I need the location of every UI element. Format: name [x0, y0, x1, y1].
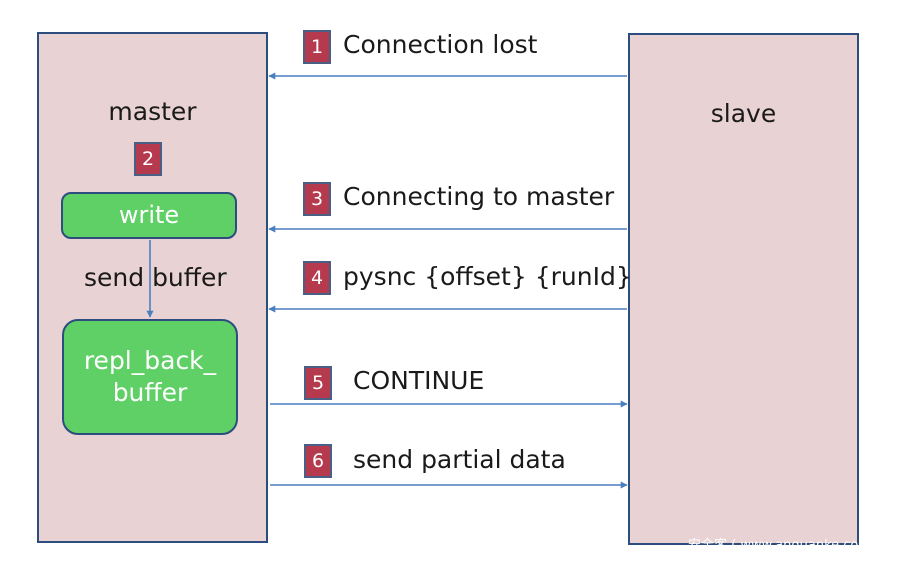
slave-label: slave: [710, 99, 777, 128]
message-label-continue: CONTINUE: [353, 366, 485, 395]
step-badge-6: 6: [304, 444, 332, 478]
repl-buffer-line-2: buffer: [112, 378, 188, 407]
step-badge-2: 2: [134, 142, 162, 176]
message-label-connection-lost: Connection lost: [343, 30, 538, 59]
watermark-text: 安全客 ( www.anquanke.com ): [688, 538, 881, 553]
slave-node: slave: [628, 33, 859, 545]
repl-back-buffer-box: repl_back_ buffer: [62, 319, 238, 435]
step-badge-1: 1: [303, 30, 331, 64]
message-label-pysnc: pysnc {offset} {runId}: [343, 262, 632, 291]
step-badge-5: 5: [304, 366, 332, 400]
write-box: write: [61, 192, 237, 239]
repl-buffer-line-1: repl_back_: [83, 346, 217, 375]
message-label-send-partial-data: send partial data: [353, 445, 566, 474]
step-badge-3: 3: [303, 182, 331, 216]
message-label-connecting-to-master: Connecting to master: [343, 182, 615, 211]
master-node: master: [37, 32, 268, 543]
send-buffer-label: send buffer: [84, 263, 227, 292]
step-badge-4: 4: [303, 261, 331, 295]
master-label: master: [108, 97, 197, 126]
